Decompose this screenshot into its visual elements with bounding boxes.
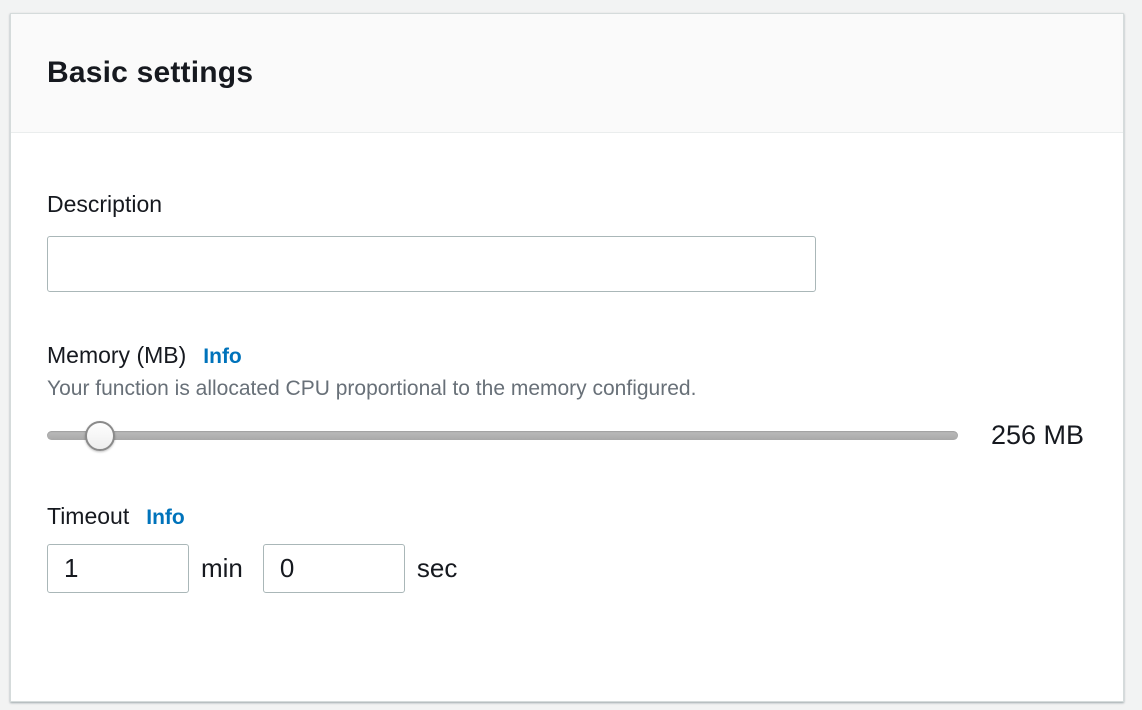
panel-body: Description Memory (MB) Info Your functi… xyxy=(11,133,1123,593)
memory-slider-track[interactable] xyxy=(47,430,958,440)
basic-settings-panel: Basic settings Description Memory (MB) I… xyxy=(10,13,1124,702)
memory-info-link[interactable]: Info xyxy=(203,345,242,368)
timeout-seconds-unit-label: sec xyxy=(416,553,458,583)
timeout-label: Timeout xyxy=(47,503,130,529)
description-label: Description xyxy=(47,191,163,217)
description-field: Description xyxy=(47,191,1087,292)
description-input[interactable] xyxy=(47,236,816,292)
memory-slider-handle[interactable] xyxy=(84,420,115,451)
panel-header: Basic settings xyxy=(11,14,1123,133)
memory-helper-text: Your function is allocated CPU proportio… xyxy=(47,377,697,400)
timeout-minutes-input[interactable] xyxy=(47,544,189,593)
timeout-seconds-input[interactable] xyxy=(262,544,405,593)
memory-slider-row: 256 MB xyxy=(47,420,1087,451)
panel-title: Basic settings xyxy=(47,56,254,89)
memory-slider[interactable] xyxy=(47,420,958,451)
memory-value: 256 MB xyxy=(991,420,1085,450)
memory-label: Memory (MB) xyxy=(47,342,187,368)
timeout-field: Timeout Info min sec xyxy=(47,503,1087,593)
timeout-minutes-unit-label: min xyxy=(201,553,243,583)
timeout-info-link[interactable]: Info xyxy=(146,506,185,529)
memory-field: Memory (MB) Info Your function is alloca… xyxy=(47,342,1087,451)
